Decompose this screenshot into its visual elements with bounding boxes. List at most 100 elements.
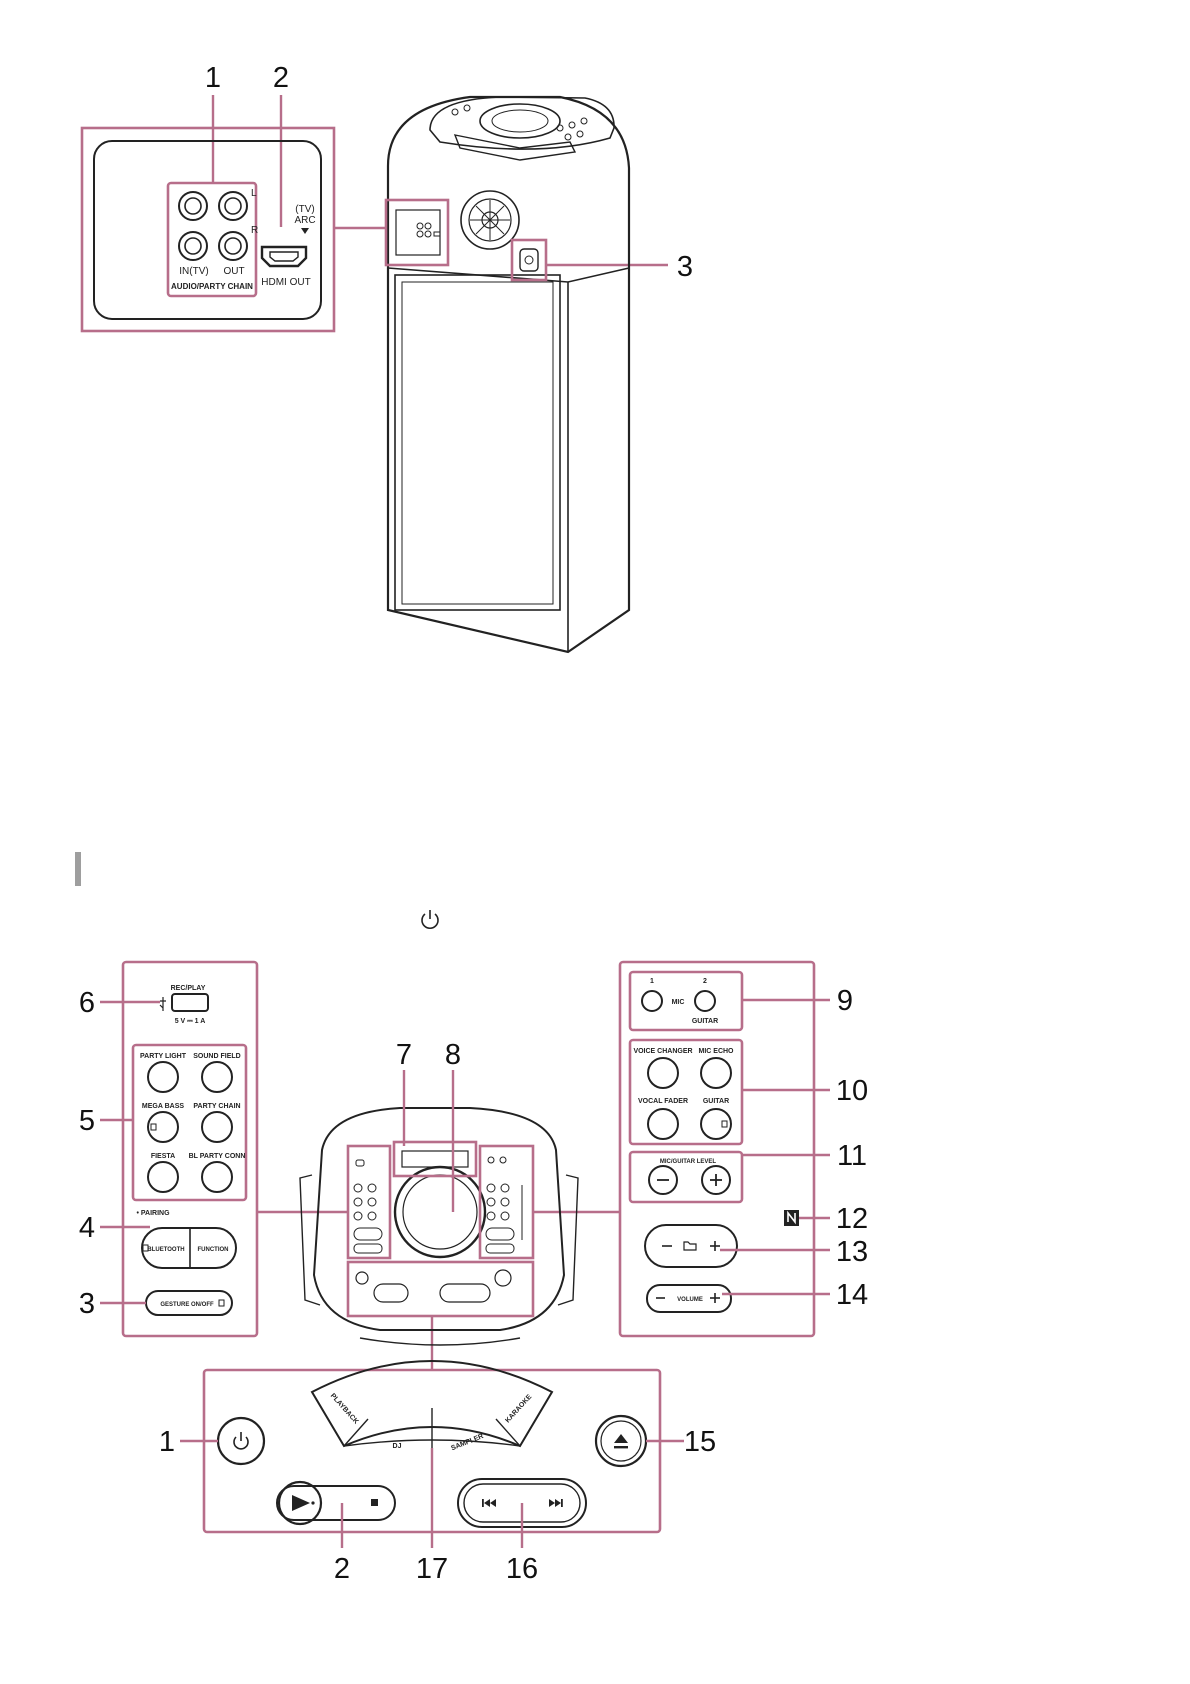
button-group-10 — [628, 1038, 744, 1146]
power-icon — [421, 910, 439, 929]
hdmi-port — [260, 245, 308, 268]
display — [401, 1150, 469, 1168]
callout-top-8: 8 — [445, 1039, 461, 1071]
jack-in-r — [178, 231, 208, 261]
fiesta-button[interactable] — [147, 1161, 179, 1193]
vocal-fader-button[interactable] — [647, 1108, 679, 1140]
label-out: OUT — [223, 266, 244, 277]
label-guitar-jack: GUITAR — [692, 1018, 718, 1025]
unit-bottom-highlight — [346, 1260, 535, 1318]
label-sound-field: SOUND FIELD — [193, 1053, 240, 1060]
ac-inlet — [519, 248, 539, 272]
button-group-5 — [131, 1043, 248, 1202]
rear-zoom-box — [80, 126, 336, 333]
label-rec-play: REC/PLAY — [171, 985, 206, 992]
callout-top-2: 2 — [334, 1553, 350, 1585]
prev-icon[interactable] — [482, 1499, 496, 1507]
callout-rear-3: 3 — [677, 251, 693, 283]
karaoke-button[interactable]: KARAOKE — [504, 1393, 533, 1424]
section-marker — [75, 852, 81, 886]
mic-echo-button[interactable] — [700, 1057, 732, 1089]
speaker-tower — [384, 95, 631, 654]
sampler-button[interactable]: SAMPLER — [450, 1433, 484, 1452]
label-l: L — [251, 188, 257, 199]
left-zoom-box — [121, 960, 259, 1338]
play-icon — [292, 1495, 315, 1511]
dj-button[interactable]: DJ — [393, 1443, 402, 1450]
level-plus-button[interactable] — [701, 1165, 731, 1195]
label-voice-changer: VOICE CHANGER — [633, 1048, 692, 1055]
callout-top-17: 17 — [416, 1553, 448, 1585]
folder-plus-button[interactable] — [710, 1241, 720, 1251]
top-panel-figure: REC/PLAY 5 V ⎓ 1 A PARTY LIGHT SOUND FIE… — [79, 960, 868, 1585]
rear-panel-figure: 1 2 3 L R IN(TV) OUT AUDIO/PARTY CHAIN — [80, 62, 693, 654]
label-tv: (TV) — [295, 204, 314, 215]
next-icon[interactable] — [549, 1499, 563, 1507]
callout-top-16: 16 — [506, 1553, 538, 1585]
callout-top-7: 7 — [396, 1039, 412, 1071]
play-button[interactable] — [277, 1480, 323, 1526]
voice-changer-button[interactable] — [647, 1057, 679, 1089]
play-stop-rocker — [276, 1485, 396, 1521]
audio-jack-highlight — [166, 181, 258, 298]
sound-field-button[interactable] — [201, 1061, 233, 1093]
audio-jacks — [178, 191, 248, 261]
usb-icon — [159, 997, 166, 1011]
callout-top-5: 5 — [79, 1105, 95, 1137]
rear-panel-inset — [93, 140, 322, 320]
playback-button[interactable]: PLAYBACK — [329, 1392, 360, 1425]
label-vocal-fader: VOCAL FADER — [638, 1098, 688, 1105]
label-bl-party-conn: BL PARTY CONN — [189, 1153, 246, 1160]
party-chain-button[interactable] — [201, 1111, 233, 1143]
nfc-icon — [784, 1210, 799, 1226]
function-button[interactable]: FUNCTION — [198, 1247, 229, 1253]
callout-top-1: 1 — [159, 1426, 175, 1458]
eject-icon — [614, 1434, 628, 1449]
jack-out-r — [218, 231, 248, 261]
level-minus-button[interactable] — [648, 1165, 678, 1195]
unit-display-highlight — [392, 1140, 478, 1178]
folder-rocker — [644, 1224, 738, 1268]
bl-party-conn-button[interactable] — [201, 1161, 233, 1193]
jack-in-l — [178, 191, 208, 221]
mega-bass-button[interactable] — [147, 1111, 179, 1143]
callout-top-14: 14 — [836, 1279, 868, 1311]
level-group-11 — [628, 1150, 744, 1204]
label-mic2: 2 — [703, 978, 707, 985]
usb-port — [171, 993, 209, 1012]
jack-out-l — [218, 191, 248, 221]
callout-top-13: 13 — [836, 1236, 868, 1268]
label-mic: MIC — [672, 999, 685, 1006]
label-volume: VOLUME — [677, 1297, 703, 1303]
label-pairing: • PAIRING — [136, 1210, 170, 1217]
callout-top-15: 15 — [684, 1426, 716, 1458]
label-audio-party-chain: AUDIO/PARTY CHAIN — [171, 282, 253, 291]
label-hdmi-out: HDMI OUT — [261, 277, 310, 288]
mic-group-9 — [628, 970, 744, 1032]
ac-inlet-highlight — [510, 238, 548, 282]
mic1-jack[interactable] — [641, 990, 663, 1012]
unit-top-view — [299, 1107, 579, 1346]
arc-arrow-icon — [301, 228, 309, 234]
callout-top-9: 9 — [837, 985, 853, 1017]
stop-button[interactable] — [371, 1499, 378, 1506]
guitar-button[interactable] — [700, 1108, 732, 1140]
callout-top-11: 11 — [837, 1140, 867, 1172]
label-usb-rating: 5 V ⎓ 1 A — [175, 1018, 206, 1025]
volume-rocker — [646, 1284, 732, 1313]
callout-top-4: 4 — [79, 1212, 95, 1244]
label-guitar: GUITAR — [703, 1098, 729, 1105]
bluetooth-button[interactable]: BLUETOOTH — [147, 1247, 184, 1253]
label-gesture: GESTURE ON/OFF — [160, 1302, 214, 1308]
unit-left-highlight — [346, 1144, 392, 1260]
volume-plus-button[interactable] — [710, 1293, 720, 1303]
mic2-guitar-jack[interactable] — [694, 990, 716, 1012]
label-in-tv: IN(TV) — [179, 266, 208, 277]
power-button-icon — [233, 1432, 249, 1450]
label-arc: ARC — [294, 215, 315, 226]
party-light-button[interactable] — [147, 1061, 179, 1093]
callout-rear-1: 1 — [205, 62, 221, 94]
callout-rear-2: 2 — [273, 62, 289, 94]
label-party-light: PARTY LIGHT — [140, 1053, 187, 1060]
tower-body — [386, 95, 631, 654]
